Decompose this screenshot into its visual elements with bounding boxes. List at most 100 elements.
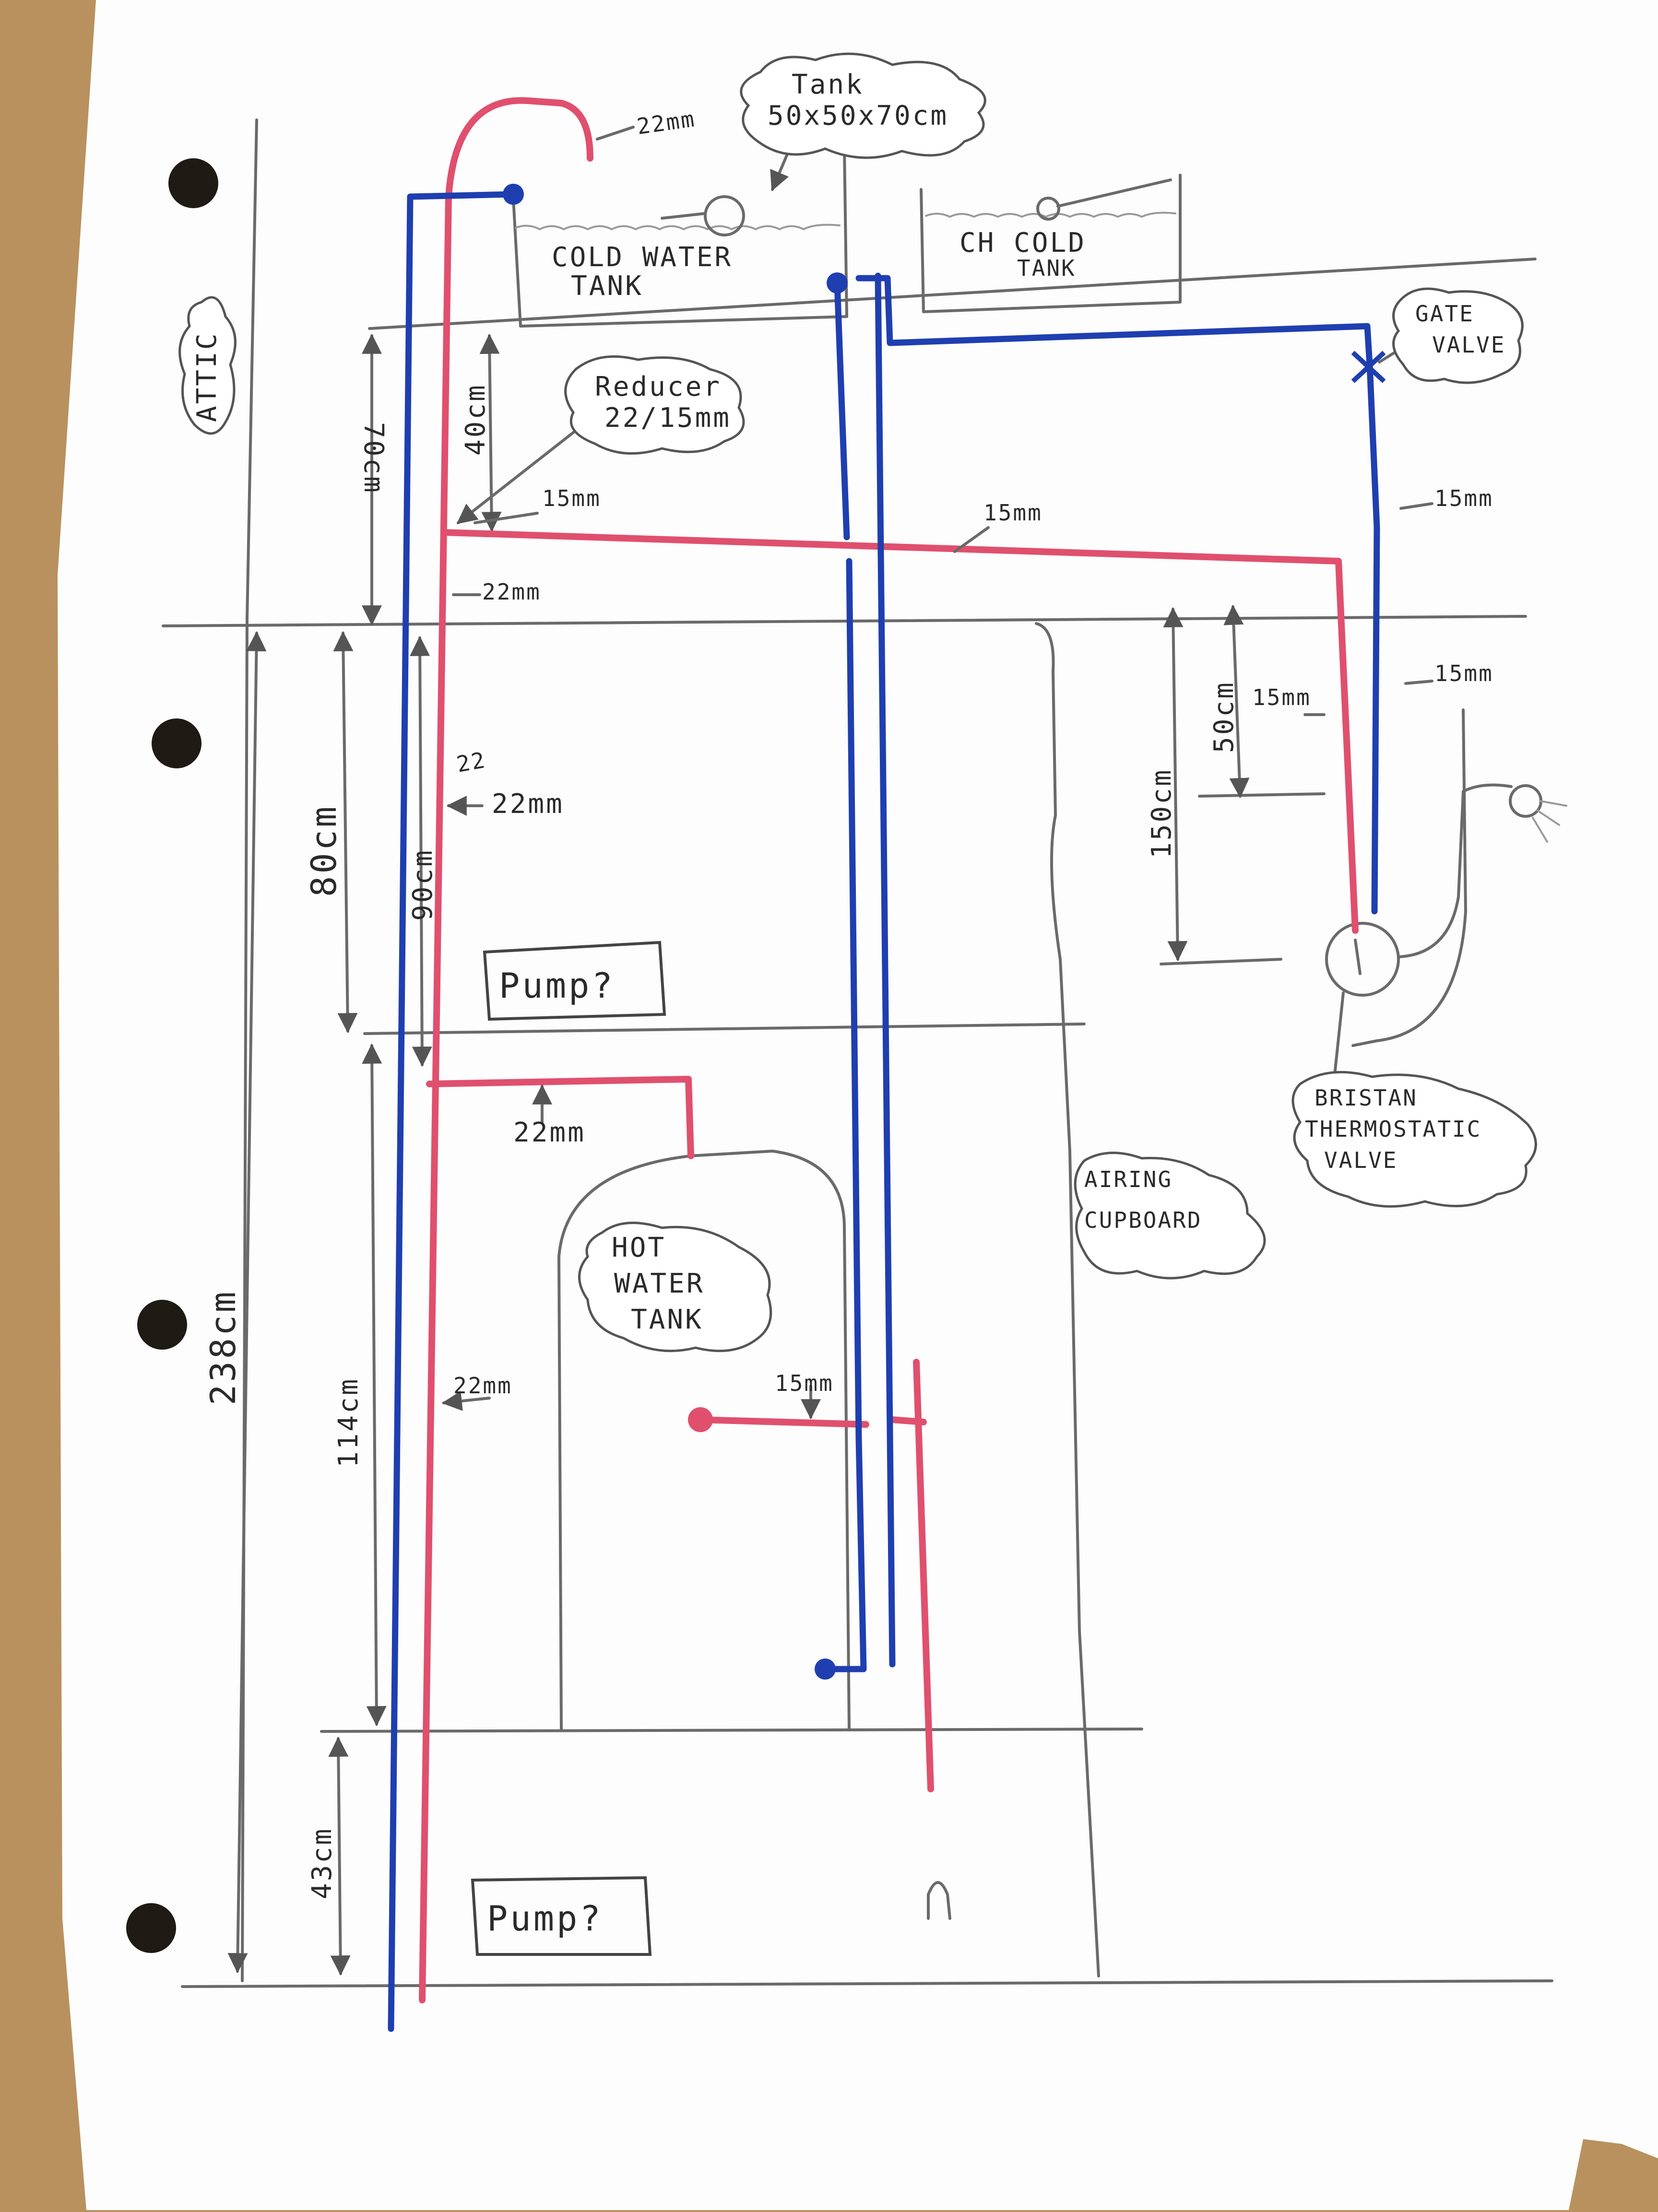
- thermostatic-valve-body: [1325, 922, 1400, 997]
- ch-tank-water-line: [925, 212, 1176, 218]
- label-pipe-15mm-c: 15mm: [1434, 485, 1493, 511]
- binder-hole: [152, 718, 201, 768]
- attic-ceiling-line: [368, 258, 1537, 330]
- label-hot-water-tank-1: HOT: [612, 1232, 666, 1263]
- ballcock-ch: [1036, 197, 1060, 221]
- label-bubbles: [178, 52, 1537, 1353]
- label-dim-90cm: 90cm: [407, 848, 438, 921]
- label-cold-water-tank-2: TANK: [571, 271, 643, 302]
- label-pipe-15mm-e: 15mm: [1434, 660, 1493, 686]
- cold-tank-feed: [822, 280, 867, 1672]
- label-bristan-3: VALVE: [1324, 1147, 1397, 1173]
- cold-tank-outline: [512, 147, 848, 328]
- leader-22mm-top: [596, 126, 635, 141]
- hot-vent-pipe: [419, 97, 593, 2003]
- label-pipe-22-small: 22: [455, 747, 488, 777]
- binder-hole: [168, 158, 218, 208]
- label-dim-43cm: 43cm: [307, 1827, 338, 1899]
- label-tank-size-1: Tank: [792, 69, 864, 100]
- shower-spray: [1532, 800, 1567, 843]
- label-dim-150cm: 150cm: [1146, 768, 1177, 859]
- label-tank-size-2: 50x50x70cm: [768, 100, 948, 131]
- label-airing-1: AIRING: [1084, 1166, 1172, 1192]
- label-pipe-15mm-a: 15mm: [542, 485, 601, 511]
- label-airing-2: CUPBOARD: [1084, 1207, 1202, 1233]
- ballcock-arm-ch: [1056, 178, 1172, 208]
- label-pipe-22mm-mid: 22mm: [482, 579, 541, 605]
- hot-feed-15mm: [440, 529, 1359, 934]
- dim-line-90cm: [410, 635, 432, 1067]
- lower-shower-line: [1198, 792, 1326, 798]
- hot-pipes: [419, 97, 1359, 2003]
- leader-15mm-e: [1404, 680, 1433, 685]
- dim-line-238cm: [227, 631, 267, 1974]
- label-dim-80cm: 80cm: [304, 804, 344, 897]
- bubble-reducer: [564, 355, 745, 455]
- hot-branch-tick: [889, 1416, 927, 1425]
- bubble-gate-valve: [1392, 287, 1524, 384]
- label-gate-valve-1: GATE: [1415, 301, 1474, 327]
- pencil-structure: [162, 118, 1567, 1988]
- label-cold-water-tank-1: COLD WATER: [552, 242, 733, 273]
- cold-tank-water-line: [515, 224, 841, 231]
- label-reducer-1: Reducer: [595, 371, 722, 402]
- leader-22mm-bottom: [441, 1391, 491, 1411]
- label-pipe-22mm-bottom: 22mm: [453, 1373, 512, 1399]
- label-gate-valve-2: VALVE: [1432, 332, 1505, 358]
- cold-main-riser: [388, 191, 517, 2032]
- bubble-attic: [178, 296, 237, 435]
- label-reducer-2: 22/15mm: [604, 402, 731, 434]
- valve-label-leader: [1332, 991, 1345, 1085]
- box-pump-lower: [471, 1876, 652, 1956]
- dim-line-50cm: [1223, 604, 1250, 799]
- dim-line-114cm: [362, 1043, 387, 1727]
- dim-line-150cm: [1163, 607, 1188, 962]
- ch-tank-outline: [920, 174, 1182, 313]
- bubble-tank-size: [740, 52, 986, 159]
- dim-line-43cm: [328, 1736, 351, 1976]
- leader-lines: [441, 126, 1433, 1420]
- ballcock-arm-cold: [661, 212, 707, 220]
- bubble-bristan: [1291, 1071, 1537, 1208]
- thermostatic-valve-stem: [1354, 939, 1362, 975]
- label-pipe-22mm-tank: 22mm: [513, 1117, 586, 1148]
- binder-hole: [126, 1903, 176, 1953]
- bubble-airing: [1074, 1152, 1266, 1280]
- valve-outlet-pipe: [1397, 783, 1513, 958]
- cold-riser-joint: [503, 184, 524, 205]
- label-ch-cold-tank-1: CH COLD: [959, 227, 1086, 259]
- label-pipe-15mm-tank: 15mm: [775, 1370, 834, 1396]
- label-dim-50cm: 50cm: [1208, 681, 1240, 753]
- hot-water-tank-outline: [557, 1150, 851, 1730]
- label-pipe-15mm-b: 15mm: [983, 500, 1042, 526]
- airing-cupboard-wall: [1035, 622, 1100, 1977]
- leader-reducer: [456, 425, 582, 524]
- label-hot-water-tank-2: WATER: [614, 1268, 705, 1299]
- leader-15mm-a: [474, 512, 539, 524]
- leader-15mm-b: [953, 526, 990, 553]
- ground-line: [181, 1979, 1553, 1988]
- label-boxes: [471, 941, 666, 1956]
- label-attic: ATTIC: [191, 331, 223, 422]
- box-pump-upper: [483, 941, 666, 1021]
- bubble-hot-water-tank: [578, 1222, 772, 1353]
- label-dim-40cm: 40cm: [460, 383, 491, 456]
- right-riser-line: [1351, 708, 1467, 1047]
- label-pump-lower: Pump?: [487, 1898, 603, 1939]
- ballcock-cold: [704, 195, 745, 236]
- label-bristan-1: BRISTAN: [1315, 1085, 1418, 1111]
- dimension-lines: [227, 333, 1250, 1976]
- middle-floor-line: [363, 1023, 1086, 1035]
- label-hot-water-tank-3: TANK: [631, 1304, 703, 1335]
- cold-tank-bottom-inlet: [815, 1659, 836, 1680]
- dim-line-80cm: [333, 631, 358, 1034]
- label-bristan-2: THERMOSTATIC: [1305, 1116, 1481, 1142]
- label-dim-70cm: 70cm: [358, 422, 389, 494]
- hot-tank-feed-22mm: [426, 1076, 694, 1159]
- gate-valve-marker: [1351, 351, 1386, 383]
- cold-pipes: [388, 184, 1386, 2032]
- cold-tank-inlet: [827, 272, 848, 294]
- label-pipe-15mm-d: 15mm: [1252, 684, 1311, 710]
